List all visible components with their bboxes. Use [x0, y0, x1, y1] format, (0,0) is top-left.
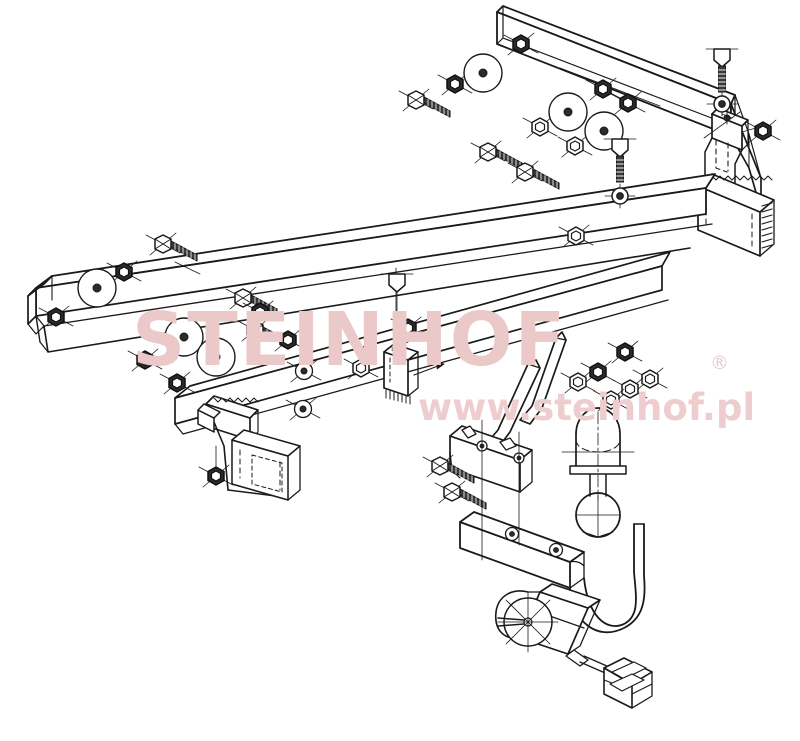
fastener-right-vertical-washer — [706, 91, 738, 117]
fastener-centre-vbolt — [380, 273, 414, 324]
left-bracket-tab — [197, 403, 221, 433]
left-end-bracket — [27, 275, 59, 335]
fastener-right-vertical-bolt — [705, 48, 739, 93]
fastener-left-washer-1 — [77, 268, 117, 308]
left-drop-plate — [205, 395, 301, 501]
fastener-midleft-washer-1 — [164, 317, 204, 357]
electrical-socket — [565, 649, 653, 709]
fastener-upper-centre-3 — [548, 92, 588, 132]
fastener-vertical-centre-bolt — [603, 138, 637, 183]
crossbar-secondary-beam — [174, 251, 671, 435]
ball-cover-cap — [561, 407, 635, 501]
fastener-midleft-washer-2 — [196, 337, 236, 377]
fastener-left-lower-nut — [198, 445, 234, 488]
centre-support-bracket — [383, 343, 445, 405]
crossbar-lower-rail — [35, 247, 691, 353]
fastener-vertical-centre-washer — [604, 183, 636, 209]
right-reinforcement-struts — [485, 331, 567, 449]
ball-neck-mounting-plate — [449, 425, 533, 493]
fastener-upper-left-3 — [463, 53, 503, 93]
